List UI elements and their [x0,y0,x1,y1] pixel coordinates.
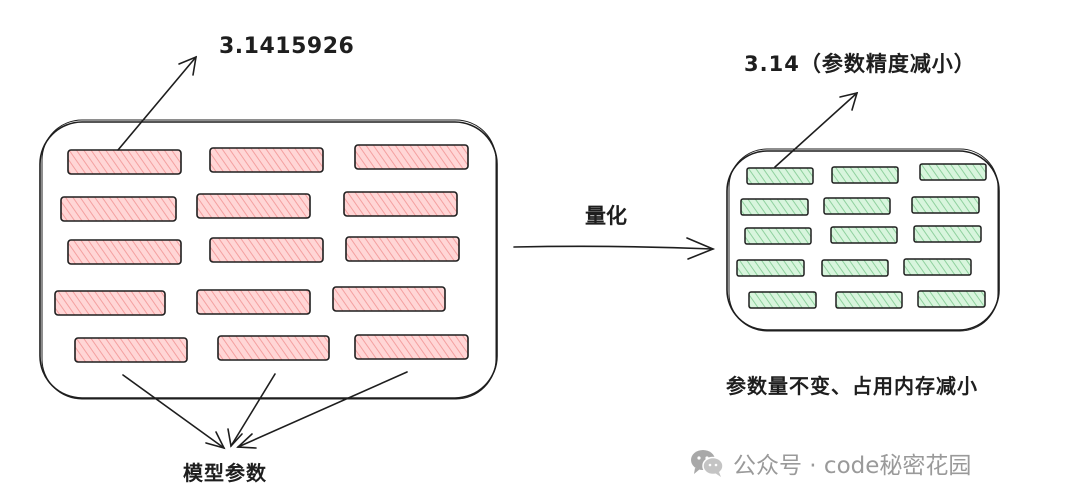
result-caption: 参数量不变、占用内存减小 [726,374,978,398]
quantized-param [919,163,987,181]
quantized-param [748,291,817,309]
arrow-to-quantized-value [774,91,859,168]
quantized-param [736,259,805,277]
original-param [196,289,311,315]
original-param [345,236,460,262]
quantized-model-box [726,148,1000,332]
original-param [74,337,188,363]
wechat-icon [691,450,724,477]
original-param [196,193,311,219]
original-value-label: 3.1415926 [219,34,355,59]
original-param [67,149,182,175]
original-param [354,334,469,360]
quantize-arrow [513,237,716,260]
quantized-param [913,225,982,243]
quantize-arrow-label: 量化 [585,204,627,228]
quantized-param [917,290,986,308]
original-param [209,147,324,173]
quantized-param [746,167,814,185]
original-param [67,239,182,265]
arrows-to-model-caption [122,371,408,450]
watermark-text: 公众号 · code秘密花园 [733,453,972,479]
model-params-caption: 模型参数 [183,461,267,485]
original-params [54,144,469,363]
quantized-value-label: 3.14（参数精度减小） [744,52,976,76]
arrow-to-original-value [117,55,198,151]
original-param [60,196,177,222]
quantized-param [823,197,891,215]
original-model-box [39,119,498,400]
quantized-param [835,291,903,309]
original-param [209,237,324,263]
quantized-param [744,227,812,245]
original-param [332,286,446,312]
watermark: 公众号 · code秘密花园 [689,446,971,480]
quantized-param [903,258,972,276]
original-param [54,290,166,316]
quantized-param [831,166,899,184]
quantized-param [911,196,980,214]
original-param [354,144,469,170]
original-param [343,191,458,217]
original-param [217,335,330,361]
quantized-param [740,198,809,216]
quantized-param [830,226,898,244]
quantized-param [821,259,889,277]
quantized-params [736,163,987,309]
